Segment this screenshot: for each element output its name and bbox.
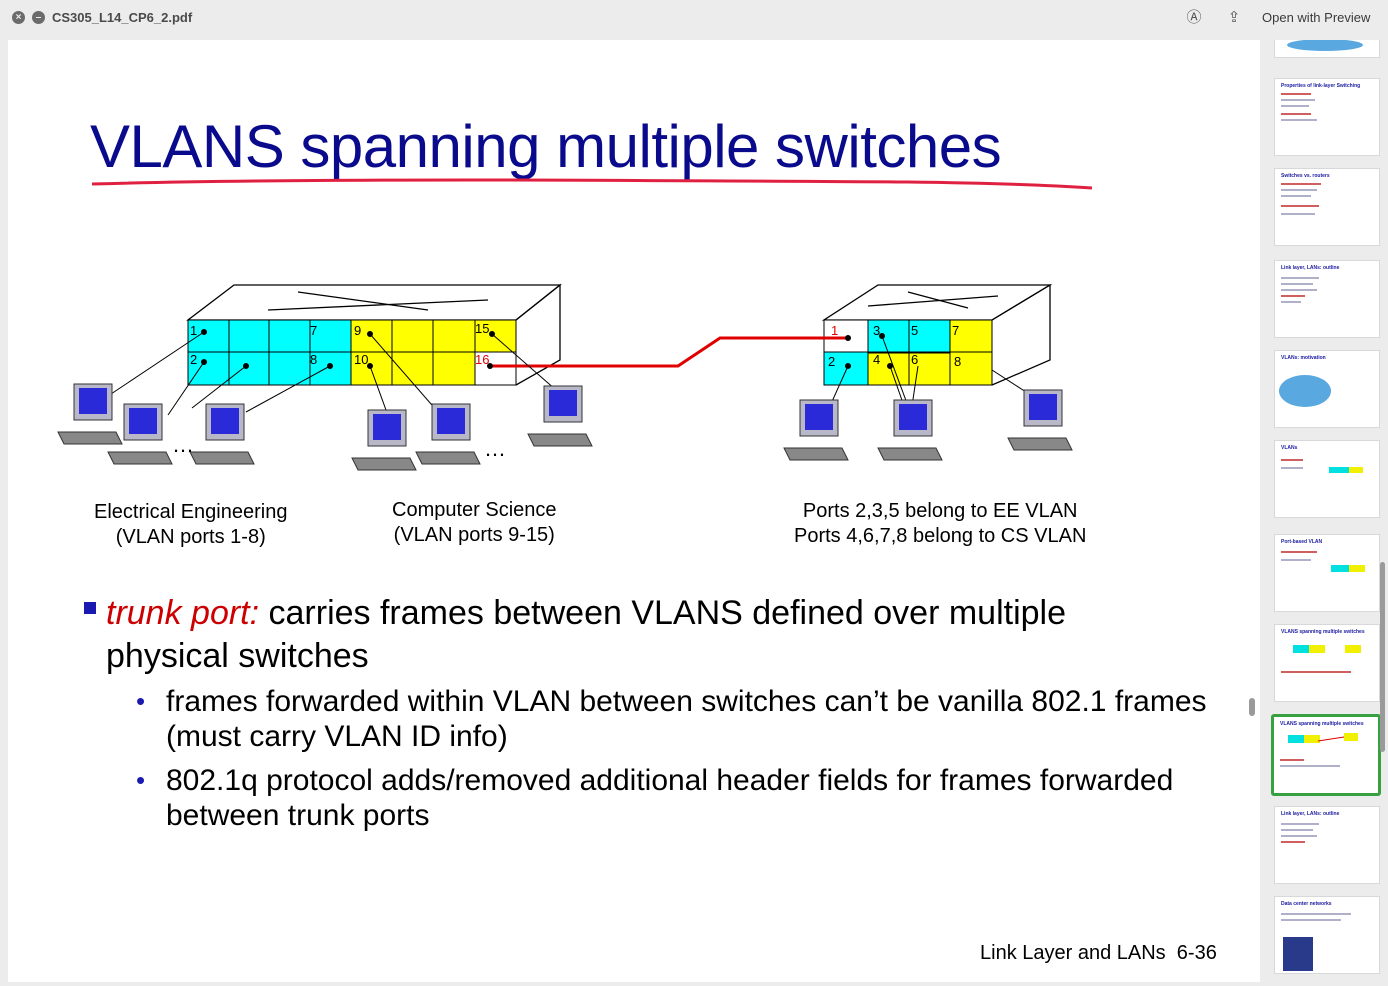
title-underline (91, 178, 1093, 190)
bullet-dot-icon: • (136, 765, 146, 795)
right-port-label: 6 (911, 352, 918, 367)
slide-page: VLANS spanning multiple switches 1 7 9 1… (8, 40, 1260, 982)
open-with-preview-button[interactable]: Open with Preview (1262, 10, 1371, 25)
ee-caption: Electrical Engineering (VLAN ports 1-8) (94, 500, 287, 550)
markup-icon[interactable]: Ⓐ (1186, 9, 1202, 26)
ellipsis-ee: … (172, 432, 194, 457)
thumbnail-title: Port-based VLAN (1281, 539, 1323, 545)
right-port-label: 1 (831, 323, 838, 338)
left-port-label: 15 (475, 321, 489, 336)
bullet-dot-icon: • (136, 686, 146, 716)
share-icon[interactable]: ⇪ (1227, 9, 1241, 26)
cs-caption-line1: Computer Science (392, 499, 557, 521)
trunk-port-term: trunk port: (106, 594, 260, 632)
thumbnail[interactable]: Link layer, LANs: outline (1274, 806, 1380, 884)
ellipsis-cs: … (484, 436, 506, 461)
left-port-label: 8 (310, 352, 317, 367)
sub-bullet: • 802.1q protocol adds/removed additiona… (136, 763, 1216, 833)
cs-caption: Computer Science (VLAN ports 9-15) (392, 498, 557, 548)
thumbnail-title: Properties of link-layer Switching (1281, 83, 1361, 89)
thumbnail[interactable]: Properties of link-layer Switching (1274, 78, 1380, 156)
host-links (107, 329, 1027, 416)
left-port-label: 16 (475, 352, 489, 367)
right-switch-ports (823, 319, 993, 386)
slide-footer: Link Layer and LANs 6-36 (980, 942, 1217, 965)
left-port-label: 7 (310, 323, 317, 338)
thumbnail-title: VLANs (1281, 445, 1298, 451)
left-port-label: 10 (354, 352, 368, 367)
main-bullet: trunk port: carries frames between VLANS… (84, 592, 1084, 678)
thumbnail-title: VLANS spanning multiple switches (1280, 721, 1364, 727)
thumbnail[interactable]: Link layer, LANs: outline (1274, 260, 1380, 338)
bullet-square-icon (84, 602, 96, 614)
right-port-label: 4 (873, 352, 880, 367)
thumbnail[interactable]: VLANS spanning multiple switches (1274, 624, 1380, 702)
sub-bullet-text: frames forwarded within VLAN between swi… (166, 685, 1207, 753)
left-port-label: 2 (190, 352, 197, 367)
window-title: CS305_L14_CP6_2.pdf (52, 10, 193, 25)
ee-caption-line1: Electrical Engineering (94, 501, 288, 523)
thumbnail-selected[interactable]: VLANS spanning multiple switches (1271, 714, 1381, 796)
ports-caption: Ports 2,3,5 belong to EE VLAN Ports 4,6,… (794, 499, 1086, 549)
thumbnail-title: Data center networks (1281, 901, 1332, 907)
left-switch-ports (187, 319, 517, 386)
close-icon[interactable]: × (12, 11, 25, 24)
right-port-label: 7 (952, 323, 959, 338)
thumbnail[interactable]: Switches vs. routers (1274, 168, 1380, 246)
page-scroll-thumb[interactable] (1249, 698, 1255, 716)
main-bullet-text: carries frames between VLANS defined ove… (106, 594, 1067, 675)
cs-caption-line2: (VLAN ports 9-15) (393, 524, 555, 546)
window-titlebar: × – CS305_L14_CP6_2.pdf Ⓐ ⇪ Open with Pr… (0, 0, 1388, 38)
right-port-label: 5 (911, 323, 918, 338)
thumbnail[interactable]: VLANs (1274, 440, 1380, 518)
thumbnail[interactable]: Port-based VLAN (1274, 534, 1380, 612)
thumbnail[interactable]: VLANs: motivation (1274, 350, 1380, 428)
sub-bullet-text: 802.1q protocol adds/removed additional … (166, 764, 1174, 832)
right-port-label: 2 (828, 354, 835, 369)
left-port-label: 9 (354, 323, 361, 338)
thumbnail[interactable] (1274, 40, 1380, 58)
right-port-label: 8 (954, 354, 961, 369)
thumbnail-sidebar[interactable]: Properties of link-layer Switching Switc… (1262, 40, 1388, 986)
thumbnail[interactable]: Data center networks (1274, 896, 1380, 974)
footer-text: Link Layer and LANs (980, 942, 1166, 964)
left-port-label: 1 (190, 323, 197, 338)
trunk-link (490, 336, 848, 368)
sidebar-scroll-thumb[interactable] (1380, 562, 1385, 752)
thumbnail-title: Link layer, LANs: outline (1281, 265, 1340, 271)
minimize-icon[interactable]: – (32, 11, 45, 24)
thumbnail-title: VLANs: motivation (1281, 355, 1326, 361)
right-port-label: 3 (873, 323, 880, 338)
ports-caption-line1: Ports 2,3,5 belong to EE VLAN (802, 500, 1078, 522)
page-number: 6-36 (1176, 942, 1217, 964)
ee-caption-line2: (VLAN ports 1-8) (115, 526, 266, 548)
thumbnail-title: Switches vs. routers (1281, 173, 1330, 179)
computer-icons (57, 383, 1073, 471)
ports-caption-line2: Ports 4,6,7,8 belong to CS VLAN (794, 525, 1087, 547)
sub-bullet: • frames forwarded within VLAN between s… (136, 684, 1216, 754)
thumbnail-title: VLANS spanning multiple switches (1281, 629, 1365, 635)
vlan-diagram: 1 7 9 15 2 8 10 16 1 3 5 7 2 4 6 8 (57, 178, 1093, 471)
slide-title: VLANS spanning multiple switches (90, 113, 1002, 180)
thumbnail-title: Link layer, LANs: outline (1281, 811, 1340, 817)
